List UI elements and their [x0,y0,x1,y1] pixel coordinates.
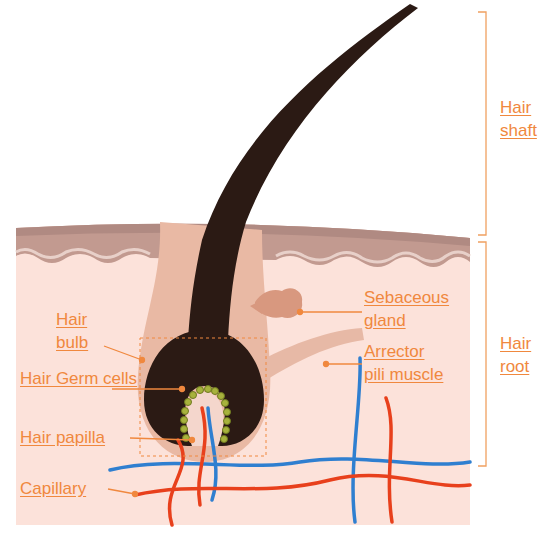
part-label: Capillary [20,477,140,500]
range-brackets [478,12,486,466]
part-label: Hair bulb [56,308,106,354]
part-label: Sebaceous gland [364,286,456,332]
part-label: Hair papilla [20,426,150,449]
sebaceous-gland [255,288,302,318]
part-label: Hair Germ cells [20,367,140,390]
part-label: Hair shaft [500,96,552,142]
part-label: Hair root [500,332,552,378]
leader-lines [104,310,362,497]
part-label: Arrector pili muscle [364,340,446,386]
arrector-pili-muscle [262,328,364,380]
